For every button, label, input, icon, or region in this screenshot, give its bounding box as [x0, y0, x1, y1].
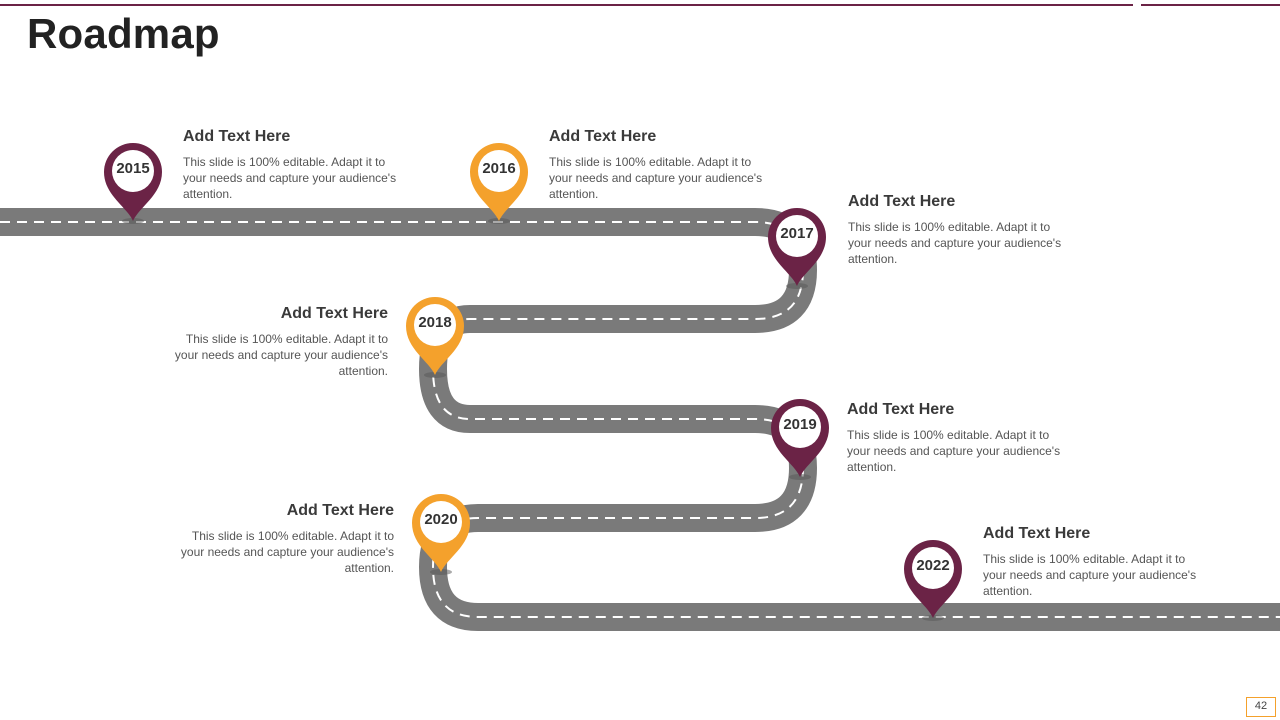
milestone-body: This slide is 100% editable. Adapt it to… — [983, 552, 1197, 598]
map-pin-icon — [768, 207, 826, 289]
pin-year: 2019 — [783, 416, 817, 433]
pin-year: 2017 — [780, 225, 814, 242]
pin-2018: 2018 — [404, 295, 466, 381]
pin-2017: 2017 — [766, 206, 828, 292]
pin-year: 2016 — [482, 160, 516, 177]
milestone-body: This slide is 100% editable. Adapt it to… — [848, 220, 1062, 266]
milestone-text-2016: Add Text Here This slide is 100% editabl… — [549, 128, 764, 202]
pin-2015: 2015 — [102, 141, 164, 227]
pin-year: 2022 — [916, 557, 950, 574]
pin-year: 2015 — [116, 160, 150, 177]
milestone-body: This slide is 100% editable. Adapt it to… — [847, 428, 1061, 474]
milestone-body: This slide is 100% editable. Adapt it to… — [174, 332, 388, 378]
milestone-heading: Add Text Here — [280, 305, 388, 322]
milestone-heading: Add Text Here — [847, 401, 955, 418]
milestone-body: This slide is 100% editable. Adapt it to… — [180, 529, 394, 575]
milestone-text-2020: Add Text Here This slide is 100% editabl… — [179, 502, 394, 576]
milestone-text-2022: Add Text Here This slide is 100% editabl… — [983, 525, 1198, 599]
milestone-heading: Add Text Here — [183, 128, 291, 145]
pin-year: 2020 — [424, 511, 458, 528]
map-pin-icon — [904, 539, 962, 621]
map-pin-icon — [771, 398, 829, 480]
milestone-text-2015: Add Text Here This slide is 100% editabl… — [183, 128, 398, 202]
milestone-heading: Add Text Here — [848, 193, 956, 210]
pin-2016: 2016 — [468, 141, 530, 227]
milestone-body: This slide is 100% editable. Adapt it to… — [549, 155, 763, 201]
slide-title: Roadmap — [27, 10, 220, 57]
milestone-text-2019: Add Text Here This slide is 100% editabl… — [847, 401, 1062, 475]
pin-2022: 2022 — [902, 538, 964, 624]
map-pin-icon — [412, 493, 470, 575]
pin-year: 2018 — [418, 314, 452, 331]
page-number: 42 — [1246, 697, 1276, 717]
milestone-text-2018: Add Text Here This slide is 100% editabl… — [173, 305, 388, 379]
pin-2020: 2020 — [410, 492, 472, 578]
map-pin-icon — [104, 142, 162, 224]
milestone-heading: Add Text Here — [983, 525, 1091, 542]
milestone-text-2017: Add Text Here This slide is 100% editabl… — [848, 193, 1063, 267]
milestone-heading: Add Text Here — [286, 502, 394, 519]
top-rule-right — [1141, 4, 1280, 6]
milestone-heading: Add Text Here — [549, 128, 657, 145]
map-pin-icon — [406, 296, 464, 378]
map-pin-icon — [470, 142, 528, 224]
milestone-body: This slide is 100% editable. Adapt it to… — [183, 155, 397, 201]
top-rule — [0, 4, 1133, 6]
pin-2019: 2019 — [769, 397, 831, 483]
